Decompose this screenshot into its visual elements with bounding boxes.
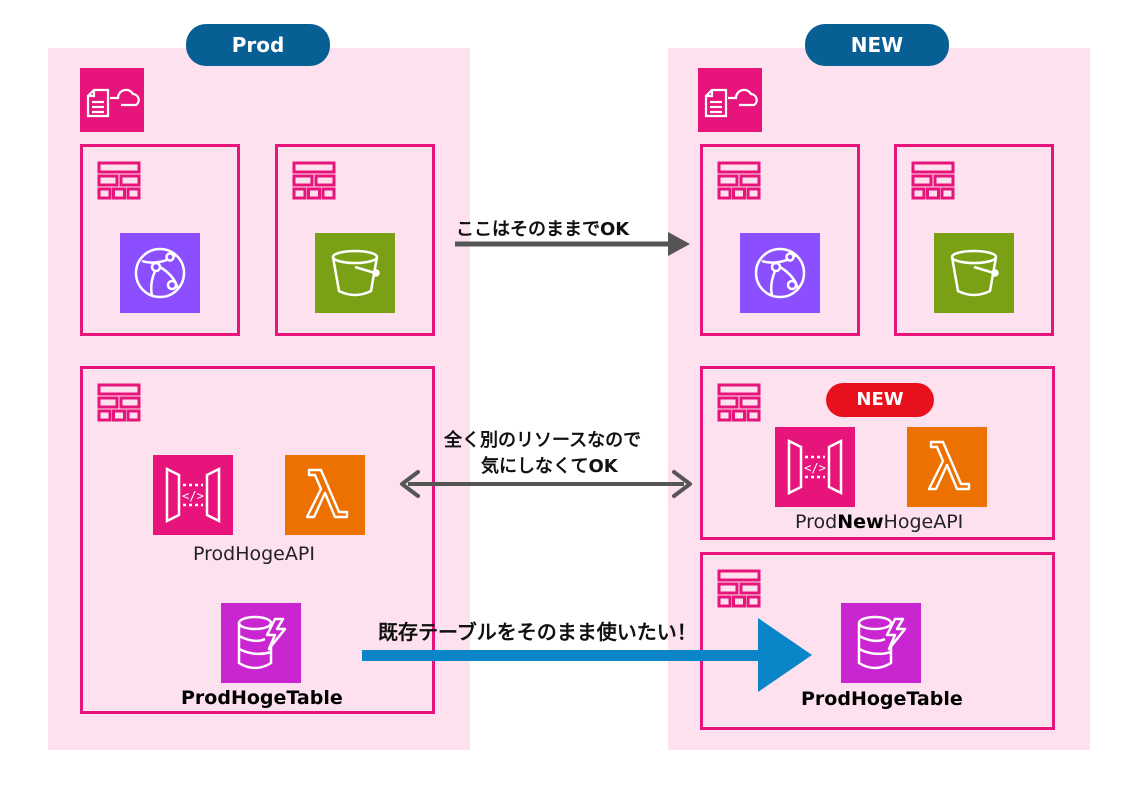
new-cloudfront-stack	[700, 144, 860, 336]
prod-table-label: ProdHogeTable	[181, 687, 343, 709]
middle-double-arrow	[400, 470, 692, 498]
new-api-stack: NEW ProdNewHogeAPI	[700, 366, 1055, 540]
new-api-label-bold: New	[837, 511, 884, 533]
middle-arrow-note-line1: 全く別のリソースなので	[444, 430, 642, 451]
new-table-label: ProdHogeTable	[801, 688, 963, 710]
prod-api-label: ProdHogeAPI	[193, 543, 315, 565]
prod-title-pill: Prod	[186, 24, 330, 66]
prod-api-stack: ProdHogeAPI ProdHogeTable	[80, 366, 435, 714]
bottom-arrow-note: 既存テーブルをそのまま使いたい！	[378, 620, 697, 644]
top-gray-arrow	[455, 232, 690, 256]
prod-cloudfront-stack	[80, 144, 240, 336]
middle-arrow-note-line2: 気にしなくてOK	[481, 456, 618, 477]
new-api-label-suffix: HogeAPI	[883, 511, 964, 533]
new-api-label: ProdNewHogeAPI	[795, 511, 963, 533]
new-badge: NEW	[826, 383, 934, 417]
top-arrow-note: ここはそのままでOK	[456, 219, 630, 240]
new-title-pill: NEW	[805, 24, 949, 66]
new-table-stack: ProdHogeTable	[700, 552, 1055, 730]
prod-s3-stack	[275, 144, 435, 336]
new-s3-stack	[894, 144, 1054, 336]
new-api-label-prefix: Prod	[795, 511, 838, 533]
migration-blue-arrow	[362, 618, 812, 692]
